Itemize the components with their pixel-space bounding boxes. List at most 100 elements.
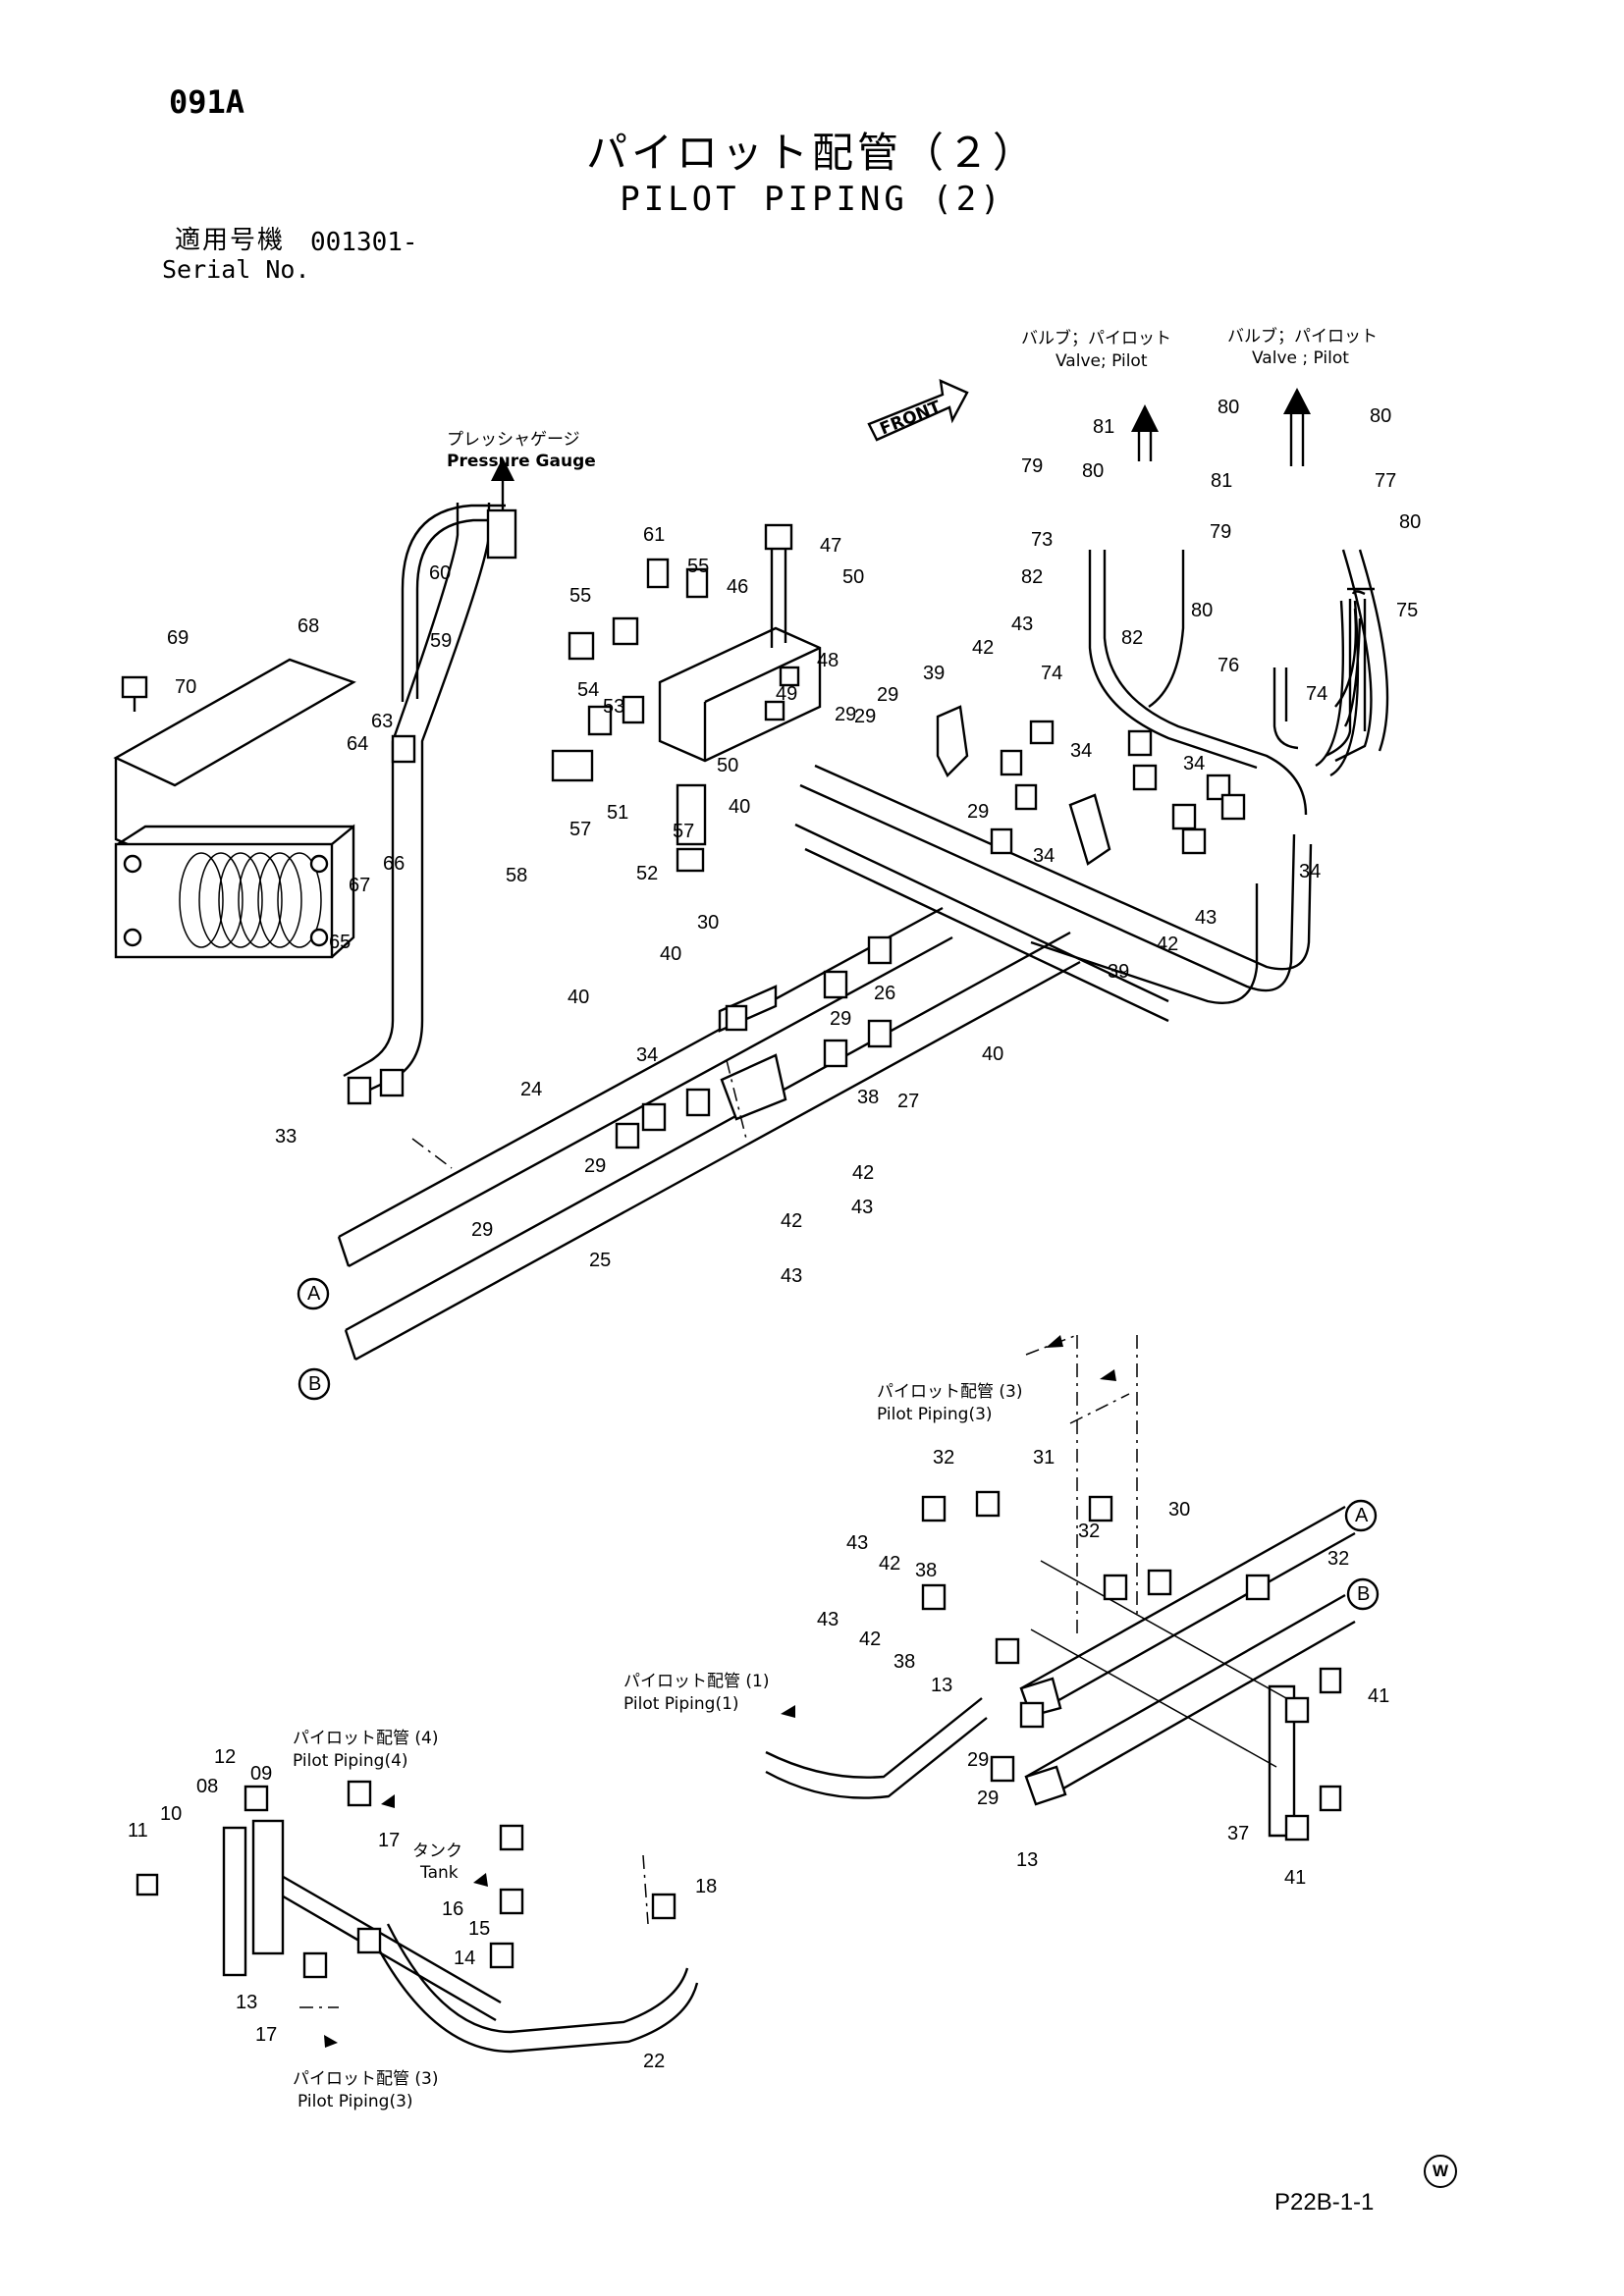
connector-b-letter-right: B xyxy=(1357,1583,1371,1605)
part-number: 69 xyxy=(167,627,189,649)
part-number: 17 xyxy=(378,1830,401,1851)
part-number: 37 xyxy=(1227,1823,1250,1844)
tank-label-jp: タンク xyxy=(412,1842,462,1861)
part-number: 34 xyxy=(1033,845,1056,867)
part-number: 40 xyxy=(982,1043,1004,1065)
valve-pilot-1-label-en: Valve; Pilot xyxy=(1056,351,1148,371)
part-number: 73 xyxy=(1031,529,1054,551)
part-number: 80 xyxy=(1370,405,1392,427)
pilot-piping-4-label-jp: パイロット配管 (4) xyxy=(293,1729,439,1748)
part-number: 29 xyxy=(877,684,899,706)
part-number: 39 xyxy=(1108,961,1130,983)
part-number: 61 xyxy=(643,524,666,546)
part-number: 82 xyxy=(1021,566,1044,588)
part-number: 65 xyxy=(329,932,352,953)
part-number: 38 xyxy=(893,1651,916,1673)
oil-cooler-assembly xyxy=(113,658,356,959)
part-number: 17 xyxy=(255,2024,278,2046)
pilot-piping-1-label-en: Pilot Piping(1) xyxy=(623,1694,739,1714)
pilot-distribution-block xyxy=(658,523,822,763)
return-line-hose xyxy=(222,1819,699,2054)
part-number: 54 xyxy=(577,679,600,701)
part-number: 13 xyxy=(931,1675,953,1696)
part-number: 34 xyxy=(1070,740,1093,762)
part-number: 11 xyxy=(128,1820,148,1842)
part-number: 40 xyxy=(660,943,682,965)
pressure-gauge-hose xyxy=(343,457,517,1099)
part-number: 34 xyxy=(1183,753,1206,774)
part-number: 49 xyxy=(776,683,798,705)
part-number: 30 xyxy=(1168,1499,1191,1521)
connector-b-letter: B xyxy=(308,1373,322,1395)
front-arrow xyxy=(867,379,969,442)
part-number: 80 xyxy=(1218,397,1240,418)
part-number: 29 xyxy=(835,704,857,725)
part-number: 15 xyxy=(468,1918,491,1940)
pilot-piping-1-hose xyxy=(765,1697,988,1799)
part-number: 53 xyxy=(603,696,625,718)
part-number: 51 xyxy=(607,802,629,824)
tank-label-en: Tank xyxy=(420,1863,459,1883)
part-number: 52 xyxy=(636,863,659,884)
part-number: 43 xyxy=(817,1609,839,1630)
part-number: 74 xyxy=(1306,683,1328,705)
part-number: 32 xyxy=(1327,1548,1350,1570)
pressure-gauge-label-jp: プレッシャゲージ xyxy=(447,430,580,450)
pipe-brackets xyxy=(718,705,1111,1121)
part-number: 30 xyxy=(697,912,720,934)
part-number: 66 xyxy=(383,853,406,875)
pressure-gauge-label-en: Pressure Gauge xyxy=(447,452,596,471)
part-number: 34 xyxy=(1299,861,1322,882)
part-number: 34 xyxy=(636,1044,659,1066)
part-number: 46 xyxy=(727,576,749,598)
part-number: 50 xyxy=(717,755,739,776)
part-number: 79 xyxy=(1210,521,1232,543)
part-number: 42 xyxy=(972,637,995,659)
part-number: 43 xyxy=(1011,614,1034,635)
part-number: 31 xyxy=(1033,1447,1056,1468)
part-number: 47 xyxy=(820,535,842,557)
part-number: 29 xyxy=(854,706,877,727)
pilot-piping-1-label-jp: パイロット配管 (1) xyxy=(623,1672,770,1691)
title-english: PILOT PIPING (2) xyxy=(620,180,1004,219)
part-number: 39 xyxy=(923,663,946,684)
main-pilot-pipes xyxy=(337,764,1313,1362)
part-number: 26 xyxy=(874,983,896,1004)
watermark-circle: W xyxy=(1424,2155,1457,2188)
part-number: 25 xyxy=(589,1250,612,1271)
part-number: 64 xyxy=(347,733,369,755)
part-number: 67 xyxy=(349,875,371,896)
part-number: 79 xyxy=(1021,455,1044,477)
part-number: 18 xyxy=(695,1876,718,1897)
pilot-piping-4-label-en: Pilot Piping(4) xyxy=(293,1751,408,1771)
part-number: 42 xyxy=(879,1553,901,1575)
part-number: 29 xyxy=(584,1155,607,1177)
part-number: 43 xyxy=(851,1197,874,1218)
lower-right-pipes xyxy=(1019,1505,1356,1838)
connector-markers xyxy=(297,1277,1380,1611)
serial-label-english: Serial No. xyxy=(162,255,310,284)
part-number: 43 xyxy=(1195,907,1218,929)
pipe-fittings xyxy=(135,558,1342,1979)
part-number: 43 xyxy=(781,1265,803,1287)
part-number: 57 xyxy=(569,819,592,840)
part-number: 12 xyxy=(214,1746,237,1768)
pilot-piping-3-bottom-label-en: Pilot Piping(3) xyxy=(298,2092,413,2111)
pilot-piping-3-label-jp: パイロット配管 (3) xyxy=(877,1382,1023,1402)
part-number: 32 xyxy=(1078,1521,1101,1542)
part-number: 09 xyxy=(250,1763,273,1785)
part-number: 08 xyxy=(196,1776,219,1797)
part-number: 27 xyxy=(897,1091,920,1112)
pilot-valve-hoses xyxy=(1088,388,1389,816)
part-number: 22 xyxy=(643,2051,666,2072)
part-number: 48 xyxy=(817,650,839,671)
pilot-piping-3-label-en: Pilot Piping(3) xyxy=(877,1405,993,1424)
part-number: 60 xyxy=(429,562,452,584)
valve-pilot-2-label-en: Valve ; Pilot xyxy=(1252,348,1349,368)
part-number: 41 xyxy=(1284,1867,1307,1889)
part-number: 55 xyxy=(569,585,592,607)
part-number: 80 xyxy=(1399,511,1422,533)
part-number: 42 xyxy=(859,1629,882,1650)
connector-a-letter-right: A xyxy=(1355,1505,1369,1526)
